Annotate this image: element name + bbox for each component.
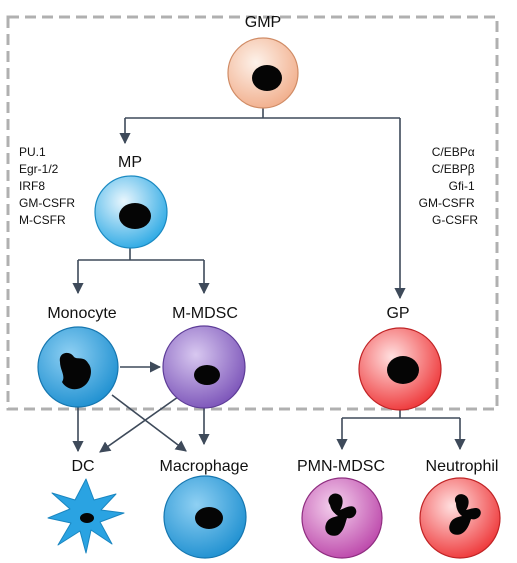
mp-factor-list: PU.1 Egr-1/2 IRF8 GM-CSFR M-CSFR [19, 145, 78, 227]
m-mdsc-nucleus [194, 365, 220, 385]
connector-mp-split [78, 247, 204, 261]
connectors [72, 106, 466, 453]
gp-factor: C/EBPα [432, 145, 475, 159]
mp-factor: M-CSFR [19, 213, 66, 227]
mp-factor: PU.1 [19, 145, 46, 159]
gp-factor: GM-CSFR [419, 196, 475, 210]
mp-factor: Egr-1/2 [19, 162, 59, 176]
pmn-mdsc-label: PMN-MDSC [297, 458, 385, 475]
neutrophil-nucleus [449, 494, 481, 535]
connector-gp-split [342, 410, 460, 419]
m-mdsc-cell [162, 325, 246, 409]
macrophage-nucleus [195, 507, 223, 529]
dc-nucleus [80, 513, 94, 523]
monocyte-label: Monocyte [47, 305, 116, 322]
monocyte-nucleus [59, 352, 91, 390]
gp-factor: Gfi-1 [449, 179, 475, 193]
gmp-label: GMP [245, 14, 281, 31]
gp-nucleus [387, 356, 419, 384]
gp-cell [358, 327, 442, 411]
gmp-cell [227, 37, 299, 109]
mp-factor: IRF8 [19, 179, 45, 193]
neutrophil-label: Neutrophil [426, 458, 499, 475]
mp-factor: GM-CSFR [19, 196, 75, 210]
gp-factor: G-CSFR [432, 213, 478, 227]
macrophage-label: Macrophage [160, 458, 249, 475]
monocyte-cell [37, 326, 119, 408]
pmn-mdsc-nucleus [325, 493, 357, 536]
macrophage-cell [163, 475, 247, 559]
mp-label: MP [118, 154, 142, 171]
neutrophil-cell [419, 477, 501, 559]
gp-label: GP [386, 305, 409, 322]
m-mdsc-label: M-MDSC [172, 305, 238, 322]
arrow-m-mdsc-to-dc [99, 396, 179, 453]
gmp-nucleus [252, 65, 282, 91]
mp-cell [94, 175, 168, 249]
progenitor-boundary [6, 15, 499, 411]
gp-factor-list: C/EBPα C/EBPβ Gfi-1 GM-CSFR G-CSFR [419, 145, 479, 227]
pmn-mdsc-cell [301, 477, 383, 559]
dc-cell [47, 478, 125, 554]
mp-nucleus [119, 203, 151, 229]
dc-label: DC [71, 458, 94, 475]
gp-factor: C/EBPβ [432, 162, 475, 176]
arrow-monocyte-to-macrophage [111, 394, 187, 452]
